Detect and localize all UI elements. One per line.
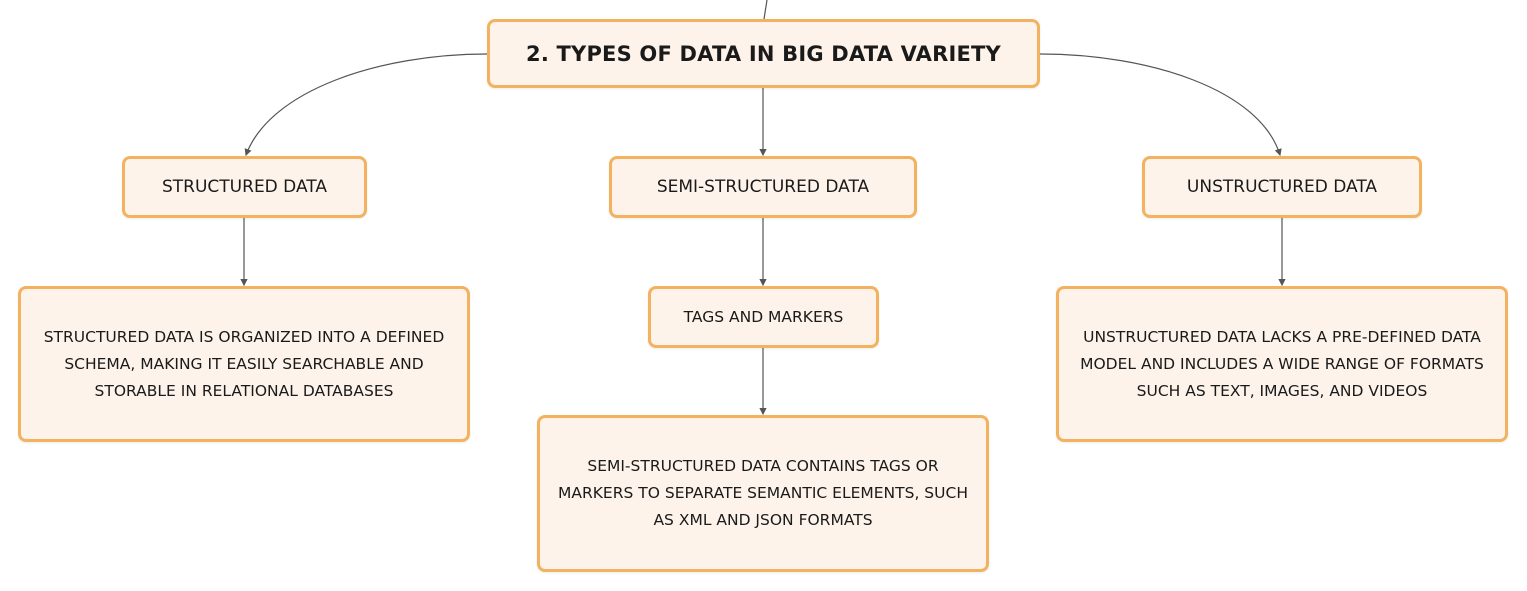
node-unstructured-data[interactable]: UNSTRUCTURED DATA [1142,156,1422,218]
node-semi-structured-description[interactable]: SEMI-STRUCTURED DATA CONTAINS TAGS OR MA… [537,415,989,572]
node-structured-data[interactable]: STRUCTURED DATA [122,156,367,218]
node-semi-structured-data[interactable]: SEMI-STRUCTURED DATA [609,156,917,218]
node-unstructured-description[interactable]: UNSTRUCTURED DATA LACKS A PRE-DEFINED DA… [1056,286,1508,442]
connector-root-to-unstructured [1039,53,1282,157]
node-structured-description[interactable]: STRUCTURED DATA IS ORGANIZED INTO A DEFI… [18,286,470,442]
node-tags-and-markers[interactable]: TAGS AND MARKERS [648,286,879,348]
connector-root-to-structured [244,53,488,157]
connector-incoming-root [763,0,768,20]
root-node-title[interactable]: 2. TYPES OF DATA IN BIG DATA VARIETY [487,19,1040,88]
